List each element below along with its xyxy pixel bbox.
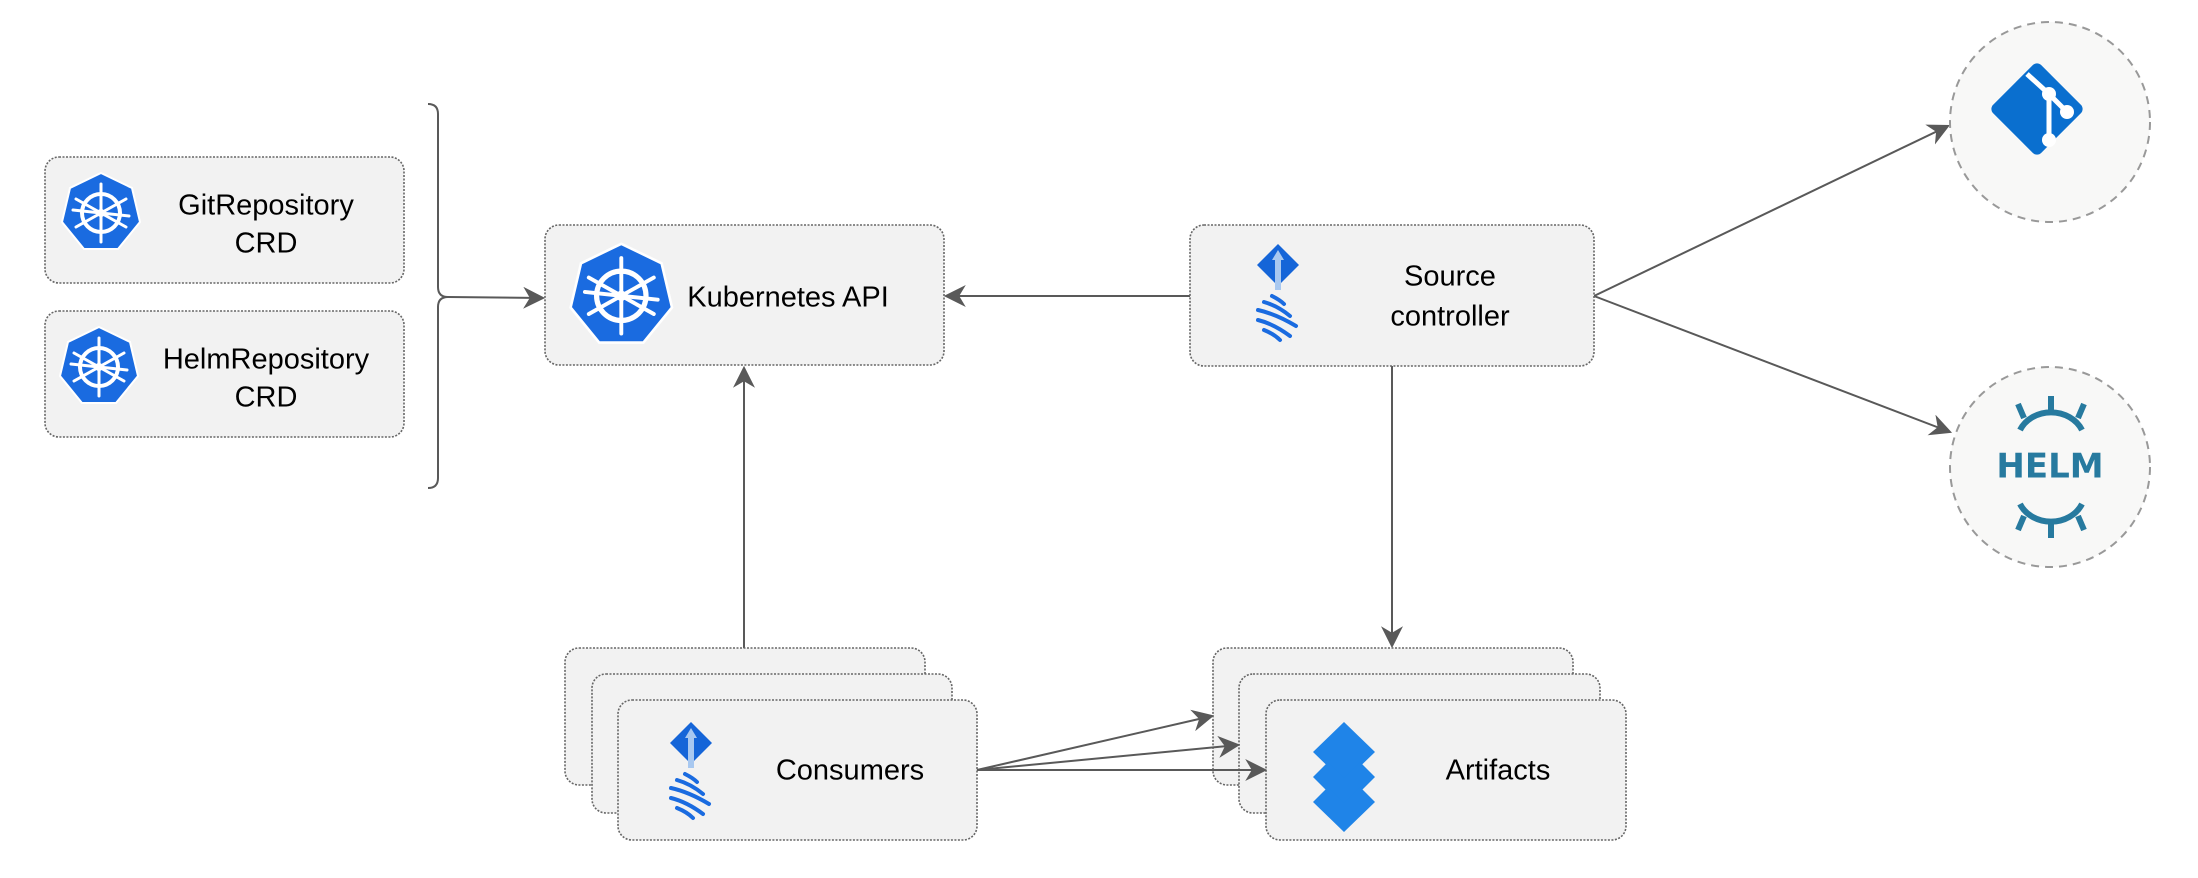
node-label: GitRepository <box>178 190 354 222</box>
edge-source-to-helm <box>1593 295 1953 436</box>
node-label: Source <box>1404 261 1496 293</box>
edge-consumers-to-artifacts-1 <box>976 709 1215 771</box>
node-label: Kubernetes API <box>687 282 889 314</box>
source-controller-node[interactable]: Source controller <box>1189 224 1595 367</box>
consumers-node[interactable]: Consumers <box>564 647 978 841</box>
node-label: Consumers <box>776 755 924 787</box>
git-repository-crd-node[interactable]: GitRepository CRD <box>44 156 405 284</box>
node-label: CRD <box>235 382 298 414</box>
crd-brace <box>427 103 449 489</box>
git-icon <box>1991 63 2083 155</box>
helm-icon <box>2015 396 2087 538</box>
helm-repository-crd-node[interactable]: HelmRepository CRD <box>44 310 405 438</box>
layers-icon <box>1313 722 1375 832</box>
node-label: Artifacts <box>1446 755 1551 787</box>
edge-consumers-to-artifacts-2 <box>976 735 1241 771</box>
node-label: CRD <box>235 228 298 260</box>
helm-repository-node[interactable]: HELM <box>1949 366 2151 568</box>
edge-crds-to-api <box>447 286 546 309</box>
git-repository-node[interactable] <box>1949 21 2151 223</box>
kubernetes-api-node[interactable]: Kubernetes API <box>544 224 945 366</box>
node-label: controller <box>1390 301 1510 333</box>
node-label: HelmRepository <box>163 344 370 376</box>
edge-source-to-git <box>1593 124 1950 297</box>
helm-logo-text: HELM <box>1996 447 2103 487</box>
artifacts-node[interactable]: Artifacts <box>1212 647 1627 841</box>
